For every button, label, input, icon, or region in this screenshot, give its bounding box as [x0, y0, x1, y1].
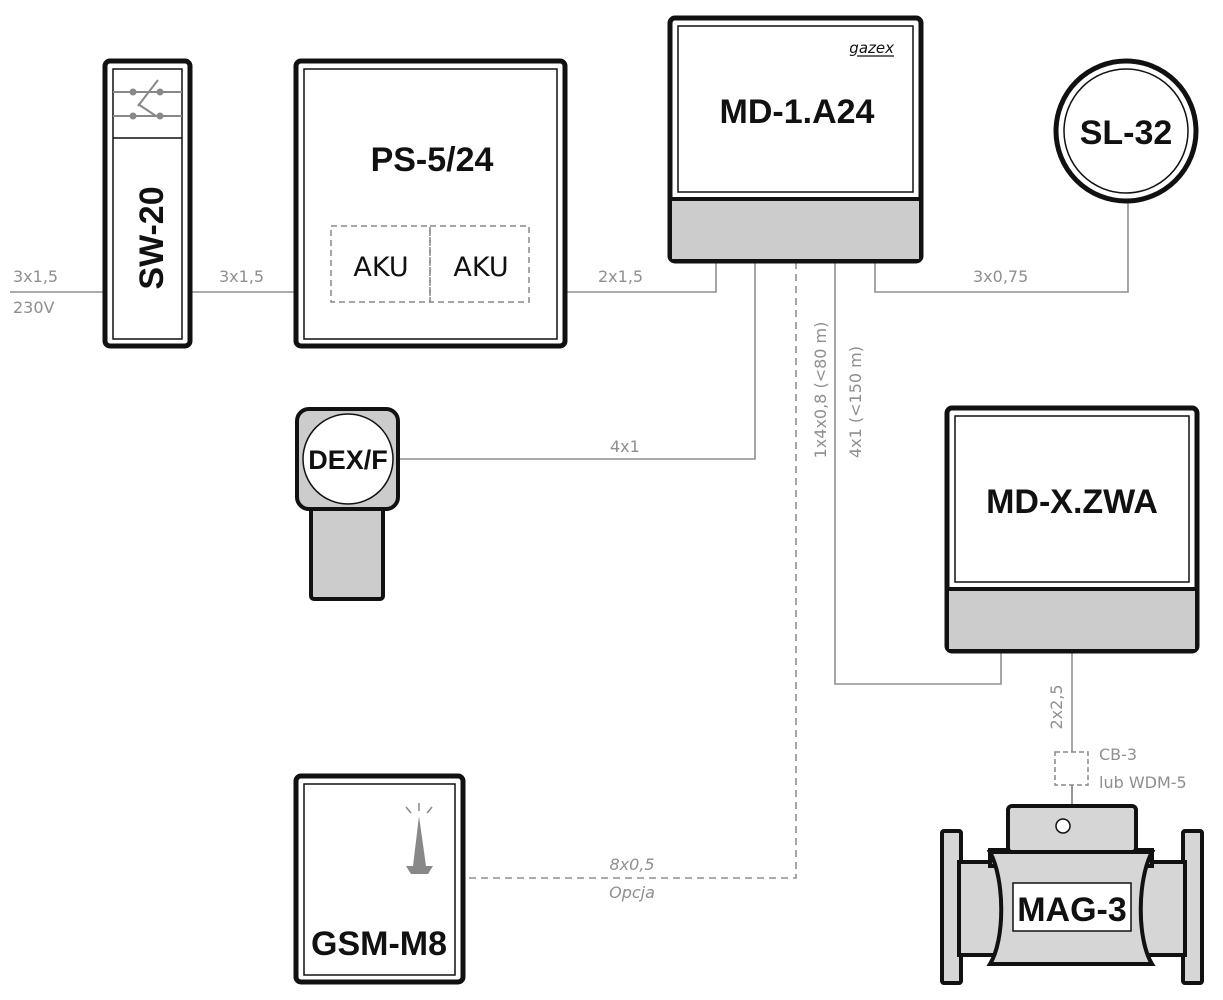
mdx-module: MD-X.ZWA	[944, 405, 1200, 654]
cable-label-sw-ps: 3x1,5	[219, 267, 264, 286]
battery-label-1: AKU	[353, 252, 408, 283]
gsm-label: GSM-M8	[311, 925, 447, 963]
cable-label-md1-sl32: 3x0,75	[973, 267, 1028, 286]
md1-controller: gazex MD-1.A24	[667, 15, 924, 264]
dexf-detector: DEX/F	[295, 407, 400, 601]
wire-md1-sl32	[874, 202, 1129, 293]
battery-slot-2	[429, 225, 530, 303]
mag3-valve: MAG-3	[940, 804, 1204, 985]
junction-label-2: lub WDM-5	[1099, 773, 1187, 792]
switch-icon	[113, 79, 182, 120]
cable-label-mdx-mag3: 2x2,5	[1047, 684, 1066, 729]
battery-slot-1	[330, 225, 431, 303]
cable-label-gsm-note: Opcja	[609, 883, 655, 902]
cable-label-md1-mdx: 4x1 (<150 m)	[846, 346, 865, 458]
wire-md1-gsm	[463, 262, 797, 879]
dexf-sensor-tube	[309, 498, 385, 601]
md1-brand-logo: gazex	[849, 39, 894, 57]
md1-label: MD-1.A24	[720, 93, 875, 131]
sl32-inner	[1063, 68, 1189, 194]
mdx-label: MD-X.ZWA	[986, 483, 1158, 521]
cable-label-voltage: 230V	[13, 298, 55, 317]
dexf-label: DEX/F	[308, 445, 388, 475]
cable-labels: 3x1,5 230V 3x1,5 2x1,5 3x0,75 4x1 1x4x0,…	[13, 267, 1187, 902]
cable-label-ps-md1: 2x1,5	[598, 267, 643, 286]
ps-inner	[303, 68, 558, 340]
sw20-label: SW-20	[133, 186, 171, 289]
sw20-body	[102, 58, 193, 349]
mag3-indicator	[1055, 818, 1071, 834]
gsm-inner	[303, 783, 456, 976]
wires	[10, 202, 1129, 879]
mag3-actuator	[1006, 804, 1138, 854]
sl32-body	[1053, 58, 1199, 204]
battery-label-2: AKU	[453, 252, 508, 283]
sw20-switch: SW-20	[102, 58, 193, 349]
sl32-label: SL-32	[1080, 114, 1173, 152]
sw20-inner	[112, 68, 183, 340]
mdx-front-panel	[954, 415, 1190, 583]
gsm-body	[293, 773, 466, 985]
junction-box	[1054, 751, 1089, 786]
md1-front-panel	[677, 25, 914, 193]
wire-md1-dexf	[398, 262, 756, 460]
wire-ps-md1	[565, 262, 717, 293]
mdx-terminal-strip	[949, 589, 1195, 649]
dexf-face	[302, 413, 394, 505]
antenna-icon	[405, 803, 433, 874]
ps-power-supply: PS-5/24 AKU AKU	[293, 58, 568, 349]
gsm-module: GSM-M8	[293, 773, 466, 985]
cable-label-md1-gsm: 1x4x0,8 (<80 m)	[811, 322, 830, 459]
md1-terminal-strip	[672, 199, 919, 259]
ps-body	[293, 58, 568, 349]
mag3-label: MAG-3	[1017, 891, 1127, 929]
sl32-signaller: SL-32	[1053, 58, 1199, 204]
cable-label-md1-dexf: 4x1	[610, 437, 640, 456]
junction-label-1: CB-3	[1099, 745, 1137, 764]
mag3-nameplate	[1012, 882, 1132, 932]
cable-label-mains: 3x1,5	[13, 267, 58, 286]
cable-label-gsm: 8x0,5	[609, 855, 654, 874]
ps-label: PS-5/24	[371, 141, 494, 179]
wire-md1-mdx	[834, 262, 1002, 685]
